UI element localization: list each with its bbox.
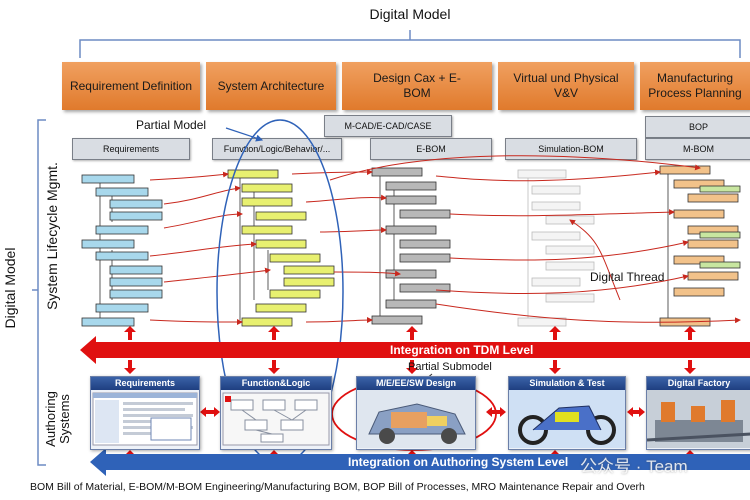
bop-box: BOP bbox=[645, 116, 750, 138]
mbom-box: M-BOM bbox=[645, 138, 750, 160]
authoring-simulation-title: Simulation & Test bbox=[509, 377, 625, 390]
authoring-band bbox=[90, 448, 750, 476]
phase-manufacturing: Manufacturing Process Planning bbox=[640, 62, 750, 110]
authoring-requirements-title: Requirements bbox=[91, 377, 199, 390]
diagram-title: Digital Model bbox=[369, 6, 451, 22]
design-screenshot bbox=[357, 390, 475, 448]
authoring-design-title: M/E/EE/SW Design bbox=[357, 377, 475, 390]
phase-system-architecture: System Architecture bbox=[206, 62, 336, 110]
simulation-screenshot bbox=[509, 390, 625, 448]
function-tree bbox=[227, 169, 335, 327]
phase-vv: Virtual und Physical V&V bbox=[498, 62, 634, 110]
requirements-box: Requirements bbox=[72, 138, 190, 160]
footer-legend: BOM Bill of Material, E-BOM/M-BOM Engine… bbox=[30, 481, 645, 493]
tdm-band bbox=[80, 336, 750, 364]
function-logic-screenshot bbox=[222, 392, 330, 446]
authoring-function-logic-title: Function&Logic bbox=[221, 377, 331, 390]
authoring-simulation: Simulation & Test bbox=[508, 376, 626, 450]
ebom-tree bbox=[371, 167, 451, 325]
authoring-digital-factory: Digital Factory bbox=[646, 376, 750, 450]
phase-design: Design Cax + E-BOM bbox=[342, 62, 492, 110]
requirements-tree bbox=[81, 174, 163, 327]
authoring-link-arrows bbox=[200, 407, 645, 417]
partial-submodel-label: Partial Submodel bbox=[408, 361, 492, 373]
tdm-band-label: Integration on TDM Level bbox=[390, 343, 534, 357]
authoring-digital-factory-title: Digital Factory bbox=[647, 377, 750, 390]
phase-requirement-definition: Requirement Definition bbox=[62, 62, 200, 110]
digital-thread-lines bbox=[149, 155, 741, 325]
authoring-design: M/E/EE/SW Design bbox=[356, 376, 476, 450]
authoring-function-logic: Function&Logic bbox=[220, 376, 332, 450]
function-logic-box: Funvtion/Logic/Behavior/... bbox=[212, 138, 342, 160]
mbom-tree bbox=[659, 165, 741, 327]
partial-model-label: Partial Model bbox=[136, 118, 207, 132]
simulation-bom-box: Simulation-BOM bbox=[505, 138, 637, 160]
digital-thread-label: Digital Thread bbox=[590, 270, 665, 284]
authoring-requirements: Requirements bbox=[90, 376, 200, 450]
watermark: 公众号 · Team bbox=[580, 457, 688, 476]
digital-factory-screenshot bbox=[647, 390, 750, 448]
requirements-screenshot bbox=[92, 392, 198, 446]
authoring-band-label: Integration on Authoring System Level bbox=[348, 455, 569, 469]
simulation-tree bbox=[517, 169, 595, 327]
mcad-box: M-CAD/E-CAD/CASE bbox=[324, 115, 452, 137]
